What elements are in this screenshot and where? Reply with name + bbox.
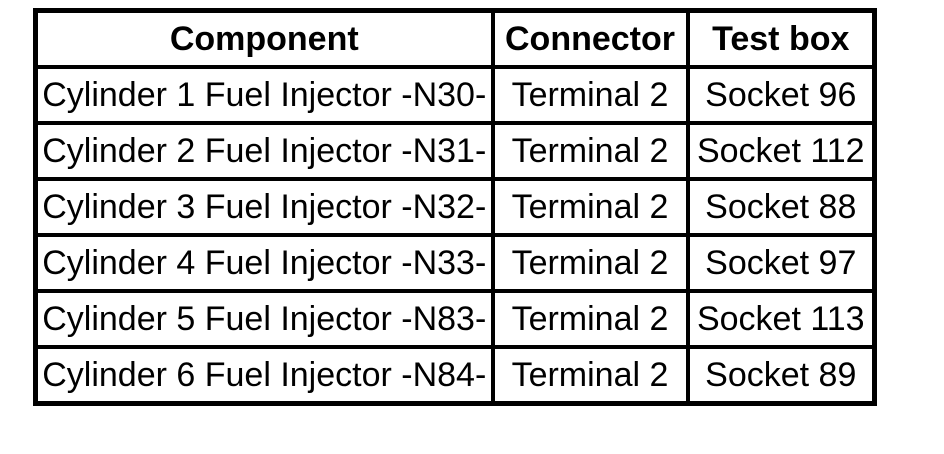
component-cell: Cylinder 3 Fuel Injector -N32- bbox=[33, 177, 495, 237]
testbox-cell: Socket 89 bbox=[685, 345, 877, 406]
connector-cell: Terminal 2 bbox=[490, 65, 690, 125]
connector-cell: Terminal 2 bbox=[490, 289, 690, 349]
column-header-connector: Connector bbox=[490, 8, 690, 69]
testbox-cell: Socket 97 bbox=[685, 233, 877, 293]
table-row: Cylinder 4 Fuel Injector -N33- Terminal … bbox=[33, 233, 877, 293]
testbox-cell: Socket 112 bbox=[685, 121, 877, 181]
connector-cell: Terminal 2 bbox=[490, 233, 690, 293]
column-header-testbox: Test box bbox=[685, 8, 877, 69]
table-row: Cylinder 1 Fuel Injector -N30- Terminal … bbox=[33, 65, 877, 125]
component-cell: Cylinder 5 Fuel Injector -N83- bbox=[33, 289, 495, 349]
column-header-component: Component bbox=[33, 8, 495, 69]
table-row: Cylinder 3 Fuel Injector -N32- Terminal … bbox=[33, 177, 877, 237]
component-cell: Cylinder 2 Fuel Injector -N31- bbox=[33, 121, 495, 181]
injector-test-table-container: Component Connector Test box Cylinder 1 … bbox=[33, 8, 877, 406]
component-cell: Cylinder 1 Fuel Injector -N30- bbox=[33, 65, 495, 125]
testbox-cell: Socket 96 bbox=[685, 65, 877, 125]
table-row: Cylinder 5 Fuel Injector -N83- Terminal … bbox=[33, 289, 877, 349]
testbox-cell: Socket 113 bbox=[685, 289, 877, 349]
component-cell: Cylinder 4 Fuel Injector -N33- bbox=[33, 233, 495, 293]
table-row: Cylinder 2 Fuel Injector -N31- Terminal … bbox=[33, 121, 877, 181]
header-row: Component Connector Test box bbox=[33, 8, 877, 69]
injector-test-table: Component Connector Test box Cylinder 1 … bbox=[33, 8, 877, 406]
connector-cell: Terminal 2 bbox=[490, 345, 690, 406]
testbox-cell: Socket 88 bbox=[685, 177, 877, 237]
component-cell: Cylinder 6 Fuel Injector -N84- bbox=[33, 345, 495, 406]
connector-cell: Terminal 2 bbox=[490, 121, 690, 181]
table-row: Cylinder 6 Fuel Injector -N84- Terminal … bbox=[33, 345, 877, 406]
connector-cell: Terminal 2 bbox=[490, 177, 690, 237]
